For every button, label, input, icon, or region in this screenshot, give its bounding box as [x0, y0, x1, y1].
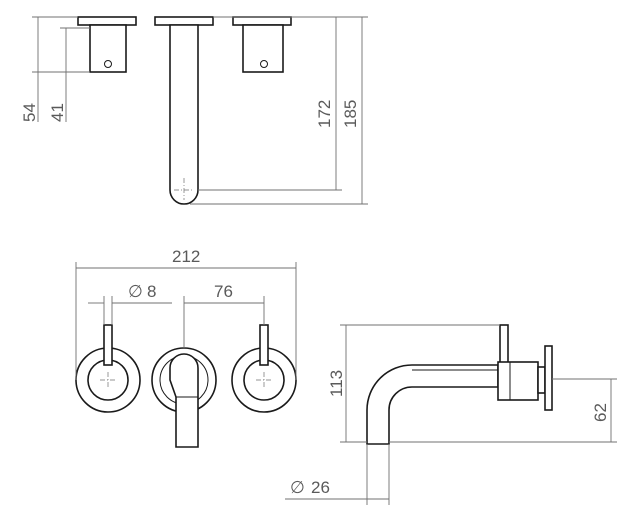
top-view: 54 41 172 185	[20, 16, 368, 205]
dim-212-label: 212	[172, 247, 200, 266]
dim-26-label: 26	[311, 478, 330, 497]
dim-62-label: 62	[591, 403, 610, 422]
dim-center-spacing: 76	[183, 282, 265, 348]
dim-projection: 113	[327, 324, 500, 443]
dim-spout-length: 172	[198, 16, 342, 191]
side-body	[497, 361, 539, 401]
dim-41-label: 41	[48, 103, 67, 122]
side-spout-body	[366, 364, 499, 445]
dim-small-diameter: ∅ 8	[88, 282, 172, 325]
dim-8-label: 8	[147, 282, 156, 301]
top-left-handle	[77, 16, 137, 73]
diameter-symbol-8: ∅	[128, 282, 143, 301]
dim-172-label: 172	[315, 100, 334, 128]
front-spout	[151, 347, 217, 448]
dim-spout-diameter: ∅ 26	[285, 444, 390, 505]
side-wall-plate	[544, 345, 553, 411]
diameter-symbol-26: ∅	[290, 478, 305, 497]
dim-total-width: 212	[75, 247, 297, 380]
side-handle-lever	[499, 324, 509, 366]
dim-185-label: 185	[341, 100, 360, 128]
dim-76-label: 76	[214, 282, 233, 301]
dim-113-label: 113	[327, 370, 346, 397]
dim-handle-body: 41	[48, 27, 90, 122]
side-flange	[537, 366, 546, 394]
side-view: 113 62 ∅ 26	[285, 324, 617, 505]
front-view: 212 ∅ 8 76	[75, 247, 297, 448]
dim-handle-height: 54	[20, 16, 90, 122]
front-left-handle	[75, 324, 141, 413]
dim-54-label: 54	[20, 103, 39, 122]
front-right-handle	[231, 324, 297, 413]
dim-center-height: 62	[389, 378, 617, 443]
dim-total-height: 185	[190, 16, 368, 205]
top-right-handle	[232, 16, 292, 73]
top-spout	[154, 16, 214, 205]
